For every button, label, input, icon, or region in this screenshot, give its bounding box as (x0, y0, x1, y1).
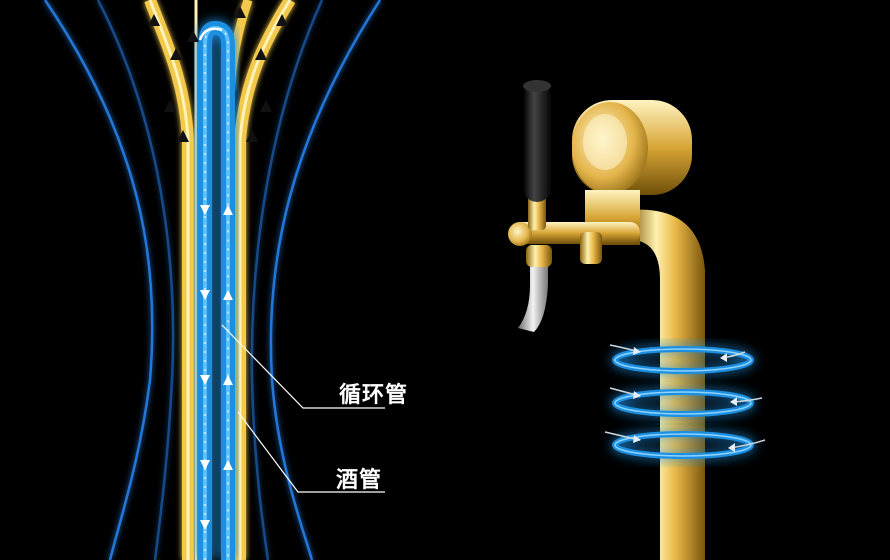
tap-column (630, 210, 705, 560)
field-line-outer-left (45, 0, 152, 560)
tap-handle-icon (523, 82, 551, 202)
tap-knob (580, 232, 602, 264)
circulation-pipe-label: 循环管 (339, 377, 408, 409)
beer-pipe-left (150, 0, 188, 560)
beer-pipe-right (240, 0, 290, 560)
field-lines (45, 0, 380, 560)
beer-pipe-label: 酒管 (336, 462, 382, 494)
field-line-inner-left (98, 0, 173, 560)
beer-tap (508, 80, 705, 560)
